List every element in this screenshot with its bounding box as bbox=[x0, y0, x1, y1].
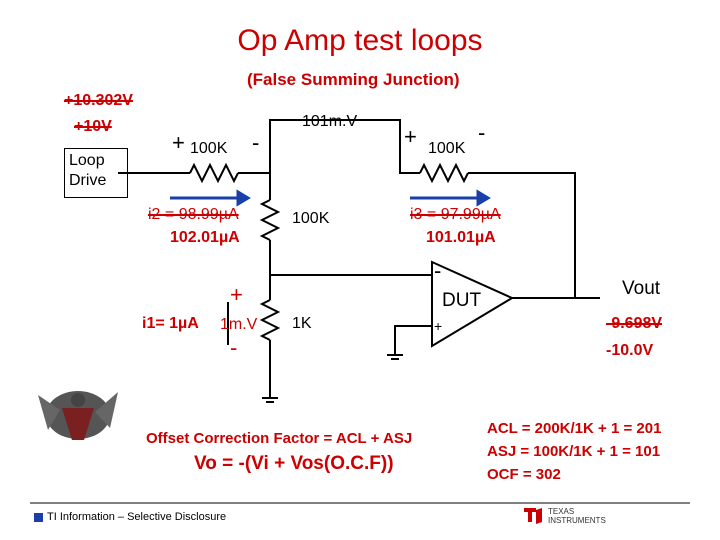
footer-square-icon bbox=[34, 513, 43, 522]
page-title: Op Amp test loops bbox=[237, 24, 483, 57]
resistor-feedback-label: 100K bbox=[428, 140, 466, 157]
input-minus-sign: - bbox=[252, 130, 260, 155]
gargoyle-image bbox=[38, 391, 118, 440]
opamp-minus-sign: - bbox=[434, 258, 442, 283]
loop-drive-box: Loop Drive bbox=[64, 148, 128, 198]
resistor-feedback-zigzag bbox=[419, 162, 469, 184]
feedback-minus-sign: - bbox=[478, 120, 486, 145]
ti-logo-icon bbox=[524, 508, 542, 524]
ocf-text: Offset Correction Factor = ACL + ASJ bbox=[146, 430, 413, 447]
ocf-equation: OCF = 302 bbox=[487, 466, 561, 483]
vos-label: 1m.V bbox=[220, 316, 258, 333]
asj-equation: ASJ = 100K/1K + 1 = 101 bbox=[487, 443, 661, 460]
left-voltage-old: +10.302V bbox=[64, 92, 133, 109]
input-plus-sign: + bbox=[172, 130, 185, 155]
resistor-bottom-zigzag bbox=[259, 299, 281, 341]
feedback-plus-sign: + bbox=[404, 124, 417, 149]
dut-label: DUT bbox=[442, 290, 482, 311]
arrow-i2-head bbox=[236, 189, 251, 207]
vout-new-label: -10.0V bbox=[606, 342, 654, 359]
node-voltage-label: 101m.V bbox=[302, 113, 358, 130]
vout-old-label: -9.698V bbox=[606, 315, 663, 332]
i3-new-label: 101.01µA bbox=[426, 229, 496, 246]
i1-label: i1= 1µA bbox=[142, 315, 199, 332]
arrow-i3-head bbox=[476, 189, 491, 207]
wire-top-mid bbox=[238, 119, 420, 174]
vout-label: Vout bbox=[622, 278, 661, 299]
ground-right bbox=[387, 354, 403, 360]
vos-plus-sign: + bbox=[230, 282, 243, 307]
opamp-plus-sign: + bbox=[434, 318, 443, 334]
i2-old-label: i2 = 98.99µA bbox=[148, 206, 239, 223]
vo-formula: Vo = -(Vi + Vos(O.C.F)) bbox=[194, 453, 394, 474]
i2-new-label: 102.01µA bbox=[170, 229, 240, 246]
ti-brand-text: TEXAS INSTRUMENTS bbox=[548, 507, 606, 525]
resistor-input-label: 100K bbox=[190, 140, 228, 157]
wire-top-right bbox=[468, 172, 576, 298]
opamp-triangle bbox=[431, 260, 515, 348]
acl-equation: ACL = 200K/1K + 1 = 201 bbox=[487, 420, 662, 437]
resistor-middle-zigzag bbox=[259, 199, 281, 241]
i3-old-label: i3 = 97.99µA bbox=[410, 206, 501, 223]
footer-text: TI Information – Selective Disclosure bbox=[47, 511, 227, 523]
vos-minus-sign: - bbox=[230, 335, 238, 360]
ground-left bbox=[262, 397, 278, 403]
left-voltage-new: +10V bbox=[74, 118, 112, 135]
resistor-bottom-label: 1K bbox=[292, 315, 312, 332]
page-subtitle: (False Summing Junction) bbox=[247, 70, 460, 89]
resistor-middle-label: 100K bbox=[292, 210, 330, 227]
wire-opamp-plus bbox=[394, 325, 432, 355]
resistor-input-zigzag bbox=[189, 162, 239, 184]
wire-to-opamp-minus bbox=[269, 240, 432, 276]
